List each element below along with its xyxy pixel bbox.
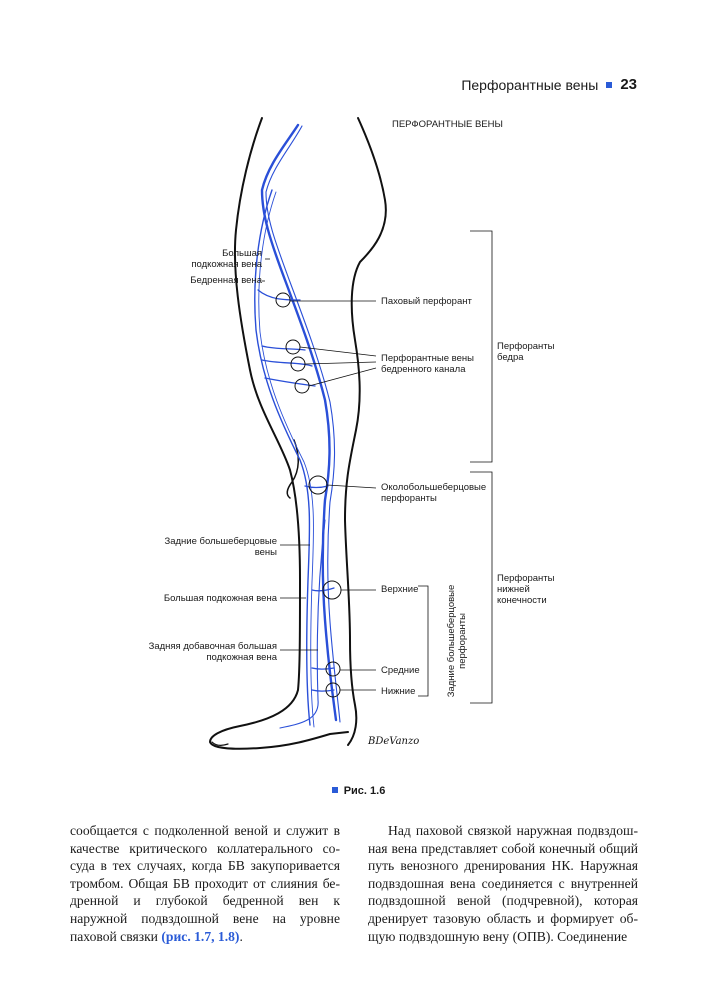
figure-caption: Рис. 1.6 — [0, 785, 717, 797]
label-posterior-tibial-perforators: Задние большеберцовые перфоранты — [446, 584, 468, 698]
label-posterior-accessory: Задняя добавочная большая подкожная вена — [148, 641, 277, 663]
header-title: Перфорантные вены — [461, 76, 599, 93]
page-number: 23 — [620, 76, 637, 93]
label-middle: Средние — [381, 665, 420, 676]
running-header: Перфорантные вены 23 — [461, 76, 637, 93]
leg-illustration: BDeVanzo — [209, 117, 493, 750]
label-leg-perforators: Перфоранты нижней конечности — [497, 573, 555, 606]
paragraph-left: сообщается с подколенной веной и служит … — [70, 823, 340, 944]
label-upper: Верхние — [381, 584, 419, 595]
leader-lines — [262, 230, 493, 704]
label-paratibial-perforators: Околобольшеберцовые перфоранты — [381, 482, 487, 504]
caption-square-icon — [331, 787, 338, 793]
leg-outline — [209, 117, 387, 750]
label-great-saphenous-lower: Большая подкожная вена — [163, 593, 277, 604]
label-posterior-tibial-veins: Задние большеберцовые вены — [164, 536, 277, 558]
figure-perforator-veins: BDeVanzo ПЕРФОРАНТНЫЕ ВЕНЫ Большая подко… — [148, 117, 555, 750]
label-femoral-canal-perforators: Перфорантные вены бедренного канала — [381, 353, 474, 375]
label-femoral-vein: Бедренная вена — [190, 275, 262, 286]
label-great-saphenous: Большая подкожная вена — [191, 248, 262, 270]
text-column-right: Над паховой связкой наружная подвздош- н… — [368, 822, 638, 945]
artist-signature: BDeVanzo — [367, 736, 419, 747]
veins — [254, 123, 341, 729]
label-lower: Нижние — [381, 686, 416, 697]
header-square-icon — [606, 81, 613, 88]
figure-title: ПЕРФОРАНТНЫЕ ВЕНЫ — [392, 119, 503, 130]
figure-reference-link[interactable]: (рис. 1.7, 1.8) — [161, 928, 240, 944]
label-thigh-perforators: Перфоранты бедра — [497, 341, 555, 363]
text-column-left: сообщается с подколенной веной и служит … — [70, 822, 340, 945]
paragraph-right: Над паховой связкой наружная подвздош- н… — [368, 823, 638, 944]
label-inguinal-perforator: Паховый перфорант — [381, 296, 472, 307]
